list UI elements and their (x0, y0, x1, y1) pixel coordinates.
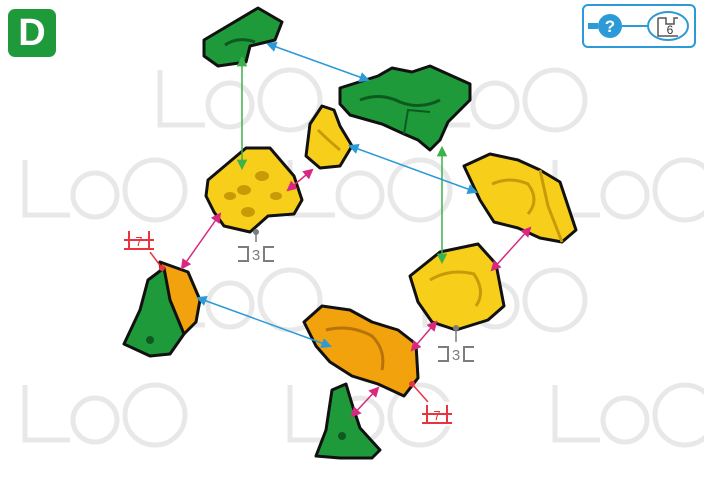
watermark-logo (555, 160, 704, 220)
part-label-3-right: 3 (436, 344, 476, 364)
part-count-text: 3 (252, 247, 260, 264)
hint-count-text: 6 (667, 23, 674, 37)
question-icon: ? (588, 14, 650, 38)
green-piece-top-right (340, 66, 470, 150)
step-badge: D (8, 9, 56, 57)
hint-button[interactable]: ? 6 (582, 4, 696, 48)
watermark-layer (25, 70, 704, 445)
part-count-text: 3 (452, 347, 460, 364)
watermark-logo (555, 385, 704, 445)
watermark-logo (25, 160, 185, 220)
piece-count-icon: 6 (648, 12, 688, 40)
part-label-7-left: 7 (122, 228, 156, 252)
arrow-pink-left (182, 214, 220, 268)
arrow-blue-top (268, 44, 368, 80)
watermark-logo (290, 160, 450, 220)
part-label-3-left: 3 (236, 244, 276, 264)
svg-text:?: ? (605, 17, 615, 36)
yellow-piece-right-large (464, 154, 576, 242)
green-piece-top-left (204, 8, 282, 66)
part-label-7-bottom: 7 (420, 402, 454, 426)
orange-piece-bottom (304, 306, 418, 396)
hint-graphic: ? 6 (584, 6, 694, 46)
part-count-text: 7 (135, 234, 142, 249)
watermark-logo (160, 70, 320, 130)
arrow-blue-middle (350, 146, 476, 192)
part-count-text: 7 (433, 408, 440, 423)
watermark-logo (25, 385, 185, 445)
arrow-pink-right (492, 228, 530, 270)
orange-green-piece-left (124, 262, 200, 356)
